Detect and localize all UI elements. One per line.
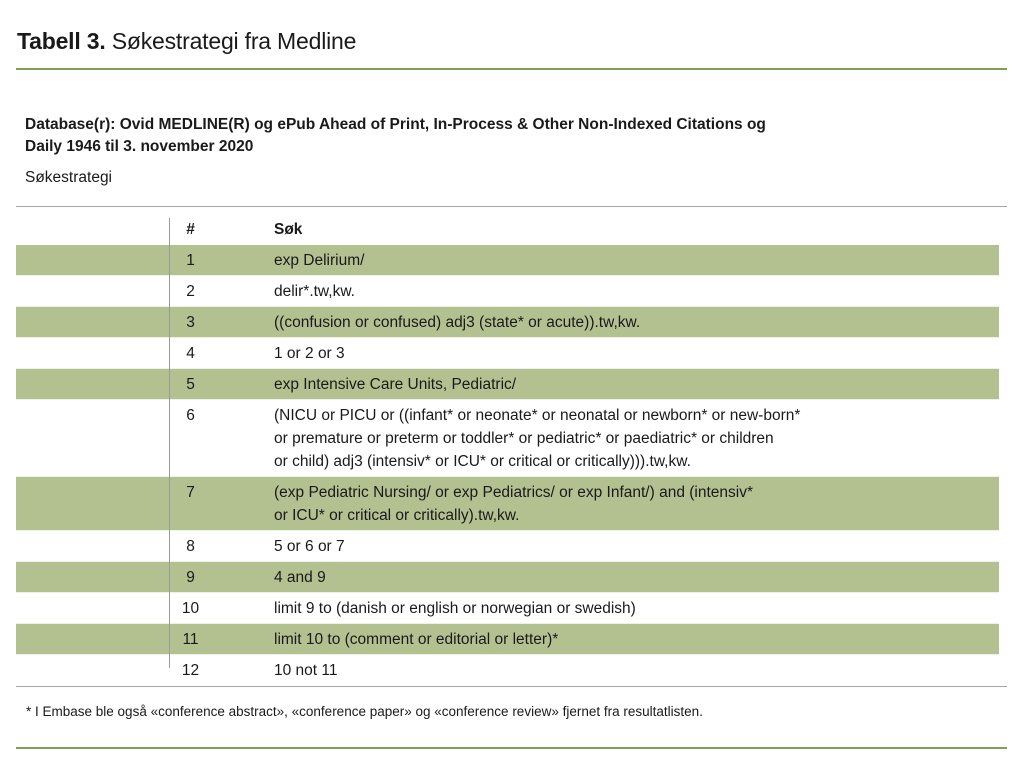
table-title: Tabell 3. Søkestrategi fra Medline	[17, 26, 356, 56]
table-row: 10 limit 9 to (danish or english or norw…	[16, 593, 999, 624]
table-row: 3 ((confusion or confused) adj3 (state* …	[16, 307, 999, 338]
row-query: (exp Pediatric Nursing/ or exp Pediatric…	[274, 484, 754, 524]
table-row: 6 (NICU or PICU or ((infant* or neonate*…	[16, 400, 999, 477]
row-query: 10 not 11	[274, 662, 338, 679]
row-query: 5 or 6 or 7	[274, 538, 345, 555]
row-num: 6	[186, 407, 195, 424]
header-query: Søk	[274, 221, 303, 238]
row-num: 12	[181, 662, 200, 679]
table-row: 11 limit 10 to (comment or editorial or …	[16, 624, 999, 655]
row-num: 11	[182, 631, 199, 648]
table-top-rule	[16, 206, 1007, 207]
table-row: 9 4 and 9	[16, 562, 999, 593]
row-num: 5	[186, 376, 195, 393]
column-divider	[169, 218, 170, 668]
header-num: #	[186, 221, 195, 238]
search-strategy-table: # Søk 1 exp Delirium/ 2 delir*.tw,kw. 3 …	[16, 214, 999, 685]
row-num: 4	[186, 345, 195, 362]
row-query: delir*.tw,kw.	[274, 283, 355, 300]
table-header-row: # Søk	[16, 214, 999, 245]
row-num: 2	[186, 283, 195, 300]
row-num: 7	[186, 484, 195, 501]
row-num: 3	[186, 314, 195, 331]
bottom-green-rule	[16, 747, 1007, 749]
table-row: 4 1 or 2 or 3	[16, 338, 999, 369]
row-query: exp Delirium/	[274, 252, 365, 269]
table-row: 5 exp Intensive Care Units, Pediatric/	[16, 369, 999, 400]
row-num: 9	[186, 569, 195, 586]
row-query: ((confusion or confused) adj3 (state* or…	[274, 314, 641, 331]
table-title-label: Tabell 3.	[17, 28, 106, 54]
row-query: limit 9 to (danish or english or norwegi…	[274, 600, 636, 617]
row-query: (NICU or PICU or ((infant* or neonate* o…	[274, 407, 801, 470]
row-query: 4 and 9	[274, 569, 326, 586]
subheading: Søkestrategi	[25, 169, 113, 186]
database-line-1: Database(r): Ovid MEDLINE(R) og ePub Ahe…	[25, 116, 766, 133]
database-description: Database(r): Ovid MEDLINE(R) og ePub Ahe…	[25, 114, 925, 158]
table-row: 7 (exp Pediatric Nursing/ or exp Pediatr…	[16, 477, 999, 531]
table-title-text: Søkestrategi fra Medline	[111, 28, 357, 54]
footnote: * I Embase ble også «conference abstract…	[26, 704, 703, 719]
row-query: exp Intensive Care Units, Pediatric/	[274, 376, 517, 393]
table-row: 8 5 or 6 or 7	[16, 531, 999, 562]
table-row: 12 10 not 11	[16, 655, 999, 685]
database-line-2: Daily 1946 til 3. november 2020	[25, 138, 254, 155]
table-row: 1 exp Delirium/	[16, 245, 999, 276]
row-query: limit 10 to (comment or editorial or let…	[274, 631, 559, 648]
row-num: 10	[181, 600, 200, 617]
table-row: 2 delir*.tw,kw.	[16, 276, 999, 307]
row-query: 1 or 2 or 3	[274, 345, 345, 362]
top-green-rule	[16, 68, 1007, 70]
row-num: 8	[186, 538, 195, 555]
row-num: 1	[186, 252, 195, 269]
table-bottom-rule	[16, 686, 1007, 687]
